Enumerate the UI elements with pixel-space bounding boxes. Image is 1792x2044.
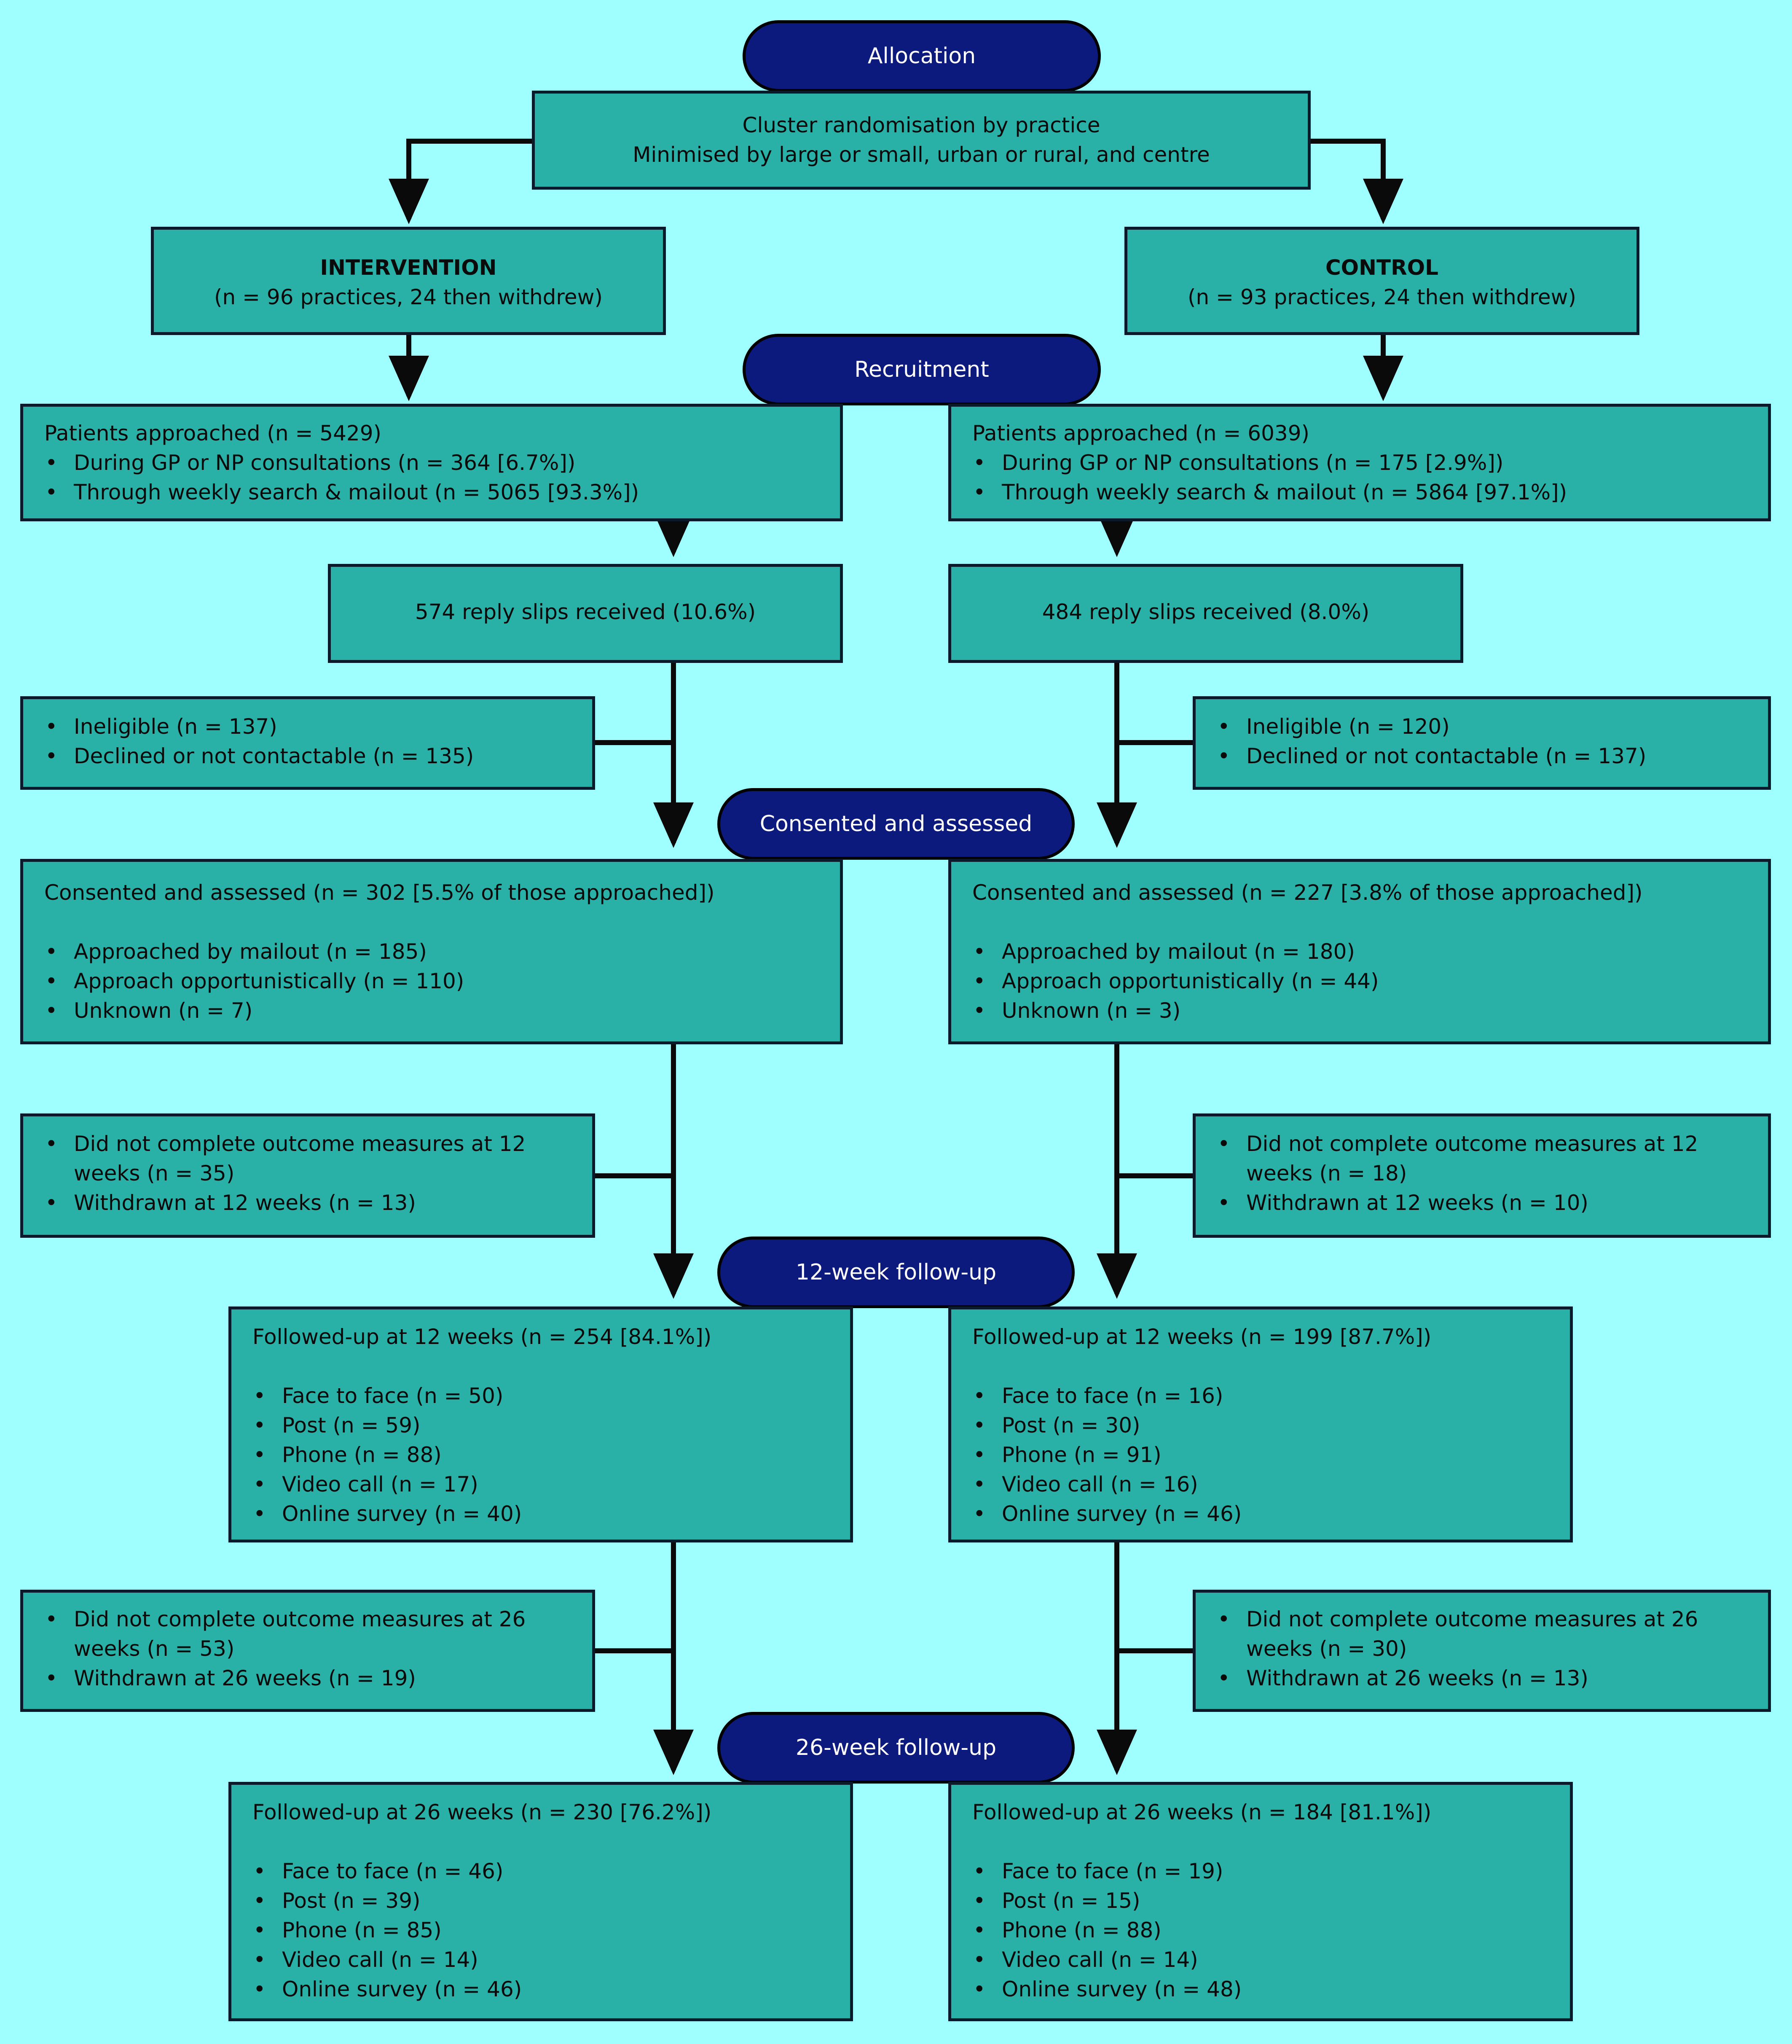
list-item: Face to face (n = 16) <box>972 1381 1553 1411</box>
stage-allocation: Allocation <box>743 20 1101 92</box>
randomisation-box: Cluster randomisation by practice Minimi… <box>532 91 1311 190</box>
list-item: Phone (n = 88) <box>252 1440 833 1470</box>
randomisation-line1: Cluster randomisation by practice <box>742 113 1100 137</box>
list-item: Approach opportunistically (n = 44) <box>972 966 1751 996</box>
control-excluded-box: Ineligible (n = 120) Declined or not con… <box>1193 696 1771 790</box>
list-item: During GP or NP consultations (n = 175 [… <box>972 448 1751 477</box>
list-item: Video call (n = 16) <box>972 1470 1553 1499</box>
control-detail: (n = 93 practices, 24 then withdrew) <box>1188 285 1576 309</box>
list-item: Declined or not contactable (n = 135) <box>44 741 575 771</box>
intervention-lost26-box: Did not complete outcome measures at 26 … <box>20 1590 595 1712</box>
list-item: Phone (n = 85) <box>252 1915 833 1945</box>
control-followup12-title: Followed-up at 12 weeks (n = 199 [87.7%]… <box>972 1325 1432 1349</box>
list-item: Through weekly search & mailout (n = 586… <box>972 477 1751 507</box>
randomisation-line2: Minimised by large or small, urban or ru… <box>633 142 1210 167</box>
list-item: Through weekly search & mailout (n = 506… <box>44 477 823 507</box>
intervention-reply-box: 574 reply slips received (10.6%) <box>328 564 843 663</box>
list-item: Withdrawn at 26 weeks (n = 13) <box>1217 1663 1760 1693</box>
intervention-detail: (n = 96 practices, 24 then withdrew) <box>214 285 603 309</box>
control-followup26-box: Followed-up at 26 weeks (n = 184 [81.1%]… <box>948 1782 1573 2021</box>
stage-12-week: 12-week follow-up <box>717 1237 1075 1308</box>
list-item: Approached by mailout (n = 185) <box>44 937 823 966</box>
list-item: Post (n = 39) <box>252 1886 833 1915</box>
list-item: Face to face (n = 50) <box>252 1381 833 1411</box>
intervention-consented-title: Consented and assessed (n = 302 [5.5% of… <box>44 880 715 905</box>
control-reply-box: 484 reply slips received (8.0%) <box>948 564 1463 663</box>
list-item: Post (n = 30) <box>972 1411 1553 1440</box>
control-lost26-box: Did not complete outcome measures at 26 … <box>1193 1590 1771 1712</box>
list-item: Post (n = 59) <box>252 1411 833 1440</box>
list-item: Did not complete outcome measures at 12 … <box>1217 1129 1760 1188</box>
control-arm-box: CONTROL (n = 93 practices, 24 then withd… <box>1124 227 1639 335</box>
arrow-to-intervention <box>389 139 532 224</box>
intervention-approached-box: Patients approached (n = 5429) During GP… <box>20 404 843 521</box>
intervention-lost12-box: Did not complete outcome measures at 12 … <box>20 1113 595 1238</box>
intervention-approached-title: Patients approached (n = 5429) <box>44 421 382 445</box>
list-item: Face to face (n = 46) <box>252 1856 833 1886</box>
list-item: Online survey (n = 46) <box>972 1499 1553 1529</box>
list-item: Video call (n = 17) <box>252 1470 833 1499</box>
list-item: Video call (n = 14) <box>252 1945 833 1974</box>
list-item: Did not complete outcome measures at 26 … <box>44 1604 584 1663</box>
list-item: Online survey (n = 40) <box>252 1499 833 1529</box>
control-consented-box: Consented and assessed (n = 227 [3.8% of… <box>948 859 1771 1044</box>
control-lost12-box: Did not complete outcome measures at 12 … <box>1193 1113 1771 1238</box>
intervention-followup12-box: Followed-up at 12 weeks (n = 254 [84.1%]… <box>228 1306 853 1542</box>
control-reply-text: 484 reply slips received (8.0%) <box>1042 600 1370 624</box>
list-item: Approached by mailout (n = 180) <box>972 937 1751 966</box>
list-item: Did not complete outcome measures at 26 … <box>1217 1604 1760 1663</box>
list-item: Phone (n = 91) <box>972 1440 1553 1470</box>
intervention-followup12-title: Followed-up at 12 weeks (n = 254 [84.1%]… <box>252 1325 712 1349</box>
list-item: Withdrawn at 12 weeks (n = 10) <box>1217 1188 1760 1218</box>
arrow-to-control <box>1311 139 1403 224</box>
list-item: Withdrawn at 12 weeks (n = 13) <box>44 1188 584 1218</box>
list-item: Unknown (n = 7) <box>44 996 823 1025</box>
list-item: Phone (n = 88) <box>972 1915 1553 1945</box>
stage-consented: Consented and assessed <box>717 788 1075 860</box>
intervention-consented-box: Consented and assessed (n = 302 [5.5% of… <box>20 859 843 1044</box>
list-item: Online survey (n = 48) <box>972 1974 1553 2004</box>
control-consented-title: Consented and assessed (n = 227 [3.8% of… <box>972 880 1643 905</box>
intervention-arm-box: INTERVENTION (n = 96 practices, 24 then … <box>151 227 666 335</box>
intervention-followup26-title: Followed-up at 26 weeks (n = 230 [76.2%]… <box>252 1800 712 1824</box>
list-item: Post (n = 15) <box>972 1886 1553 1915</box>
list-item: Did not complete outcome measures at 12 … <box>44 1129 584 1188</box>
list-item: Online survey (n = 46) <box>252 1974 833 2004</box>
intervention-reply-text: 574 reply slips received (10.6%) <box>415 600 756 624</box>
control-title: CONTROL <box>1325 255 1439 280</box>
stage-recruitment: Recruitment <box>743 334 1101 405</box>
intervention-title: INTERVENTION <box>320 255 497 280</box>
list-item: Face to face (n = 19) <box>972 1856 1553 1886</box>
list-item: Video call (n = 14) <box>972 1945 1553 1974</box>
list-item: During GP or NP consultations (n = 364 [… <box>44 448 823 477</box>
intervention-excluded-box: Ineligible (n = 137) Declined or not con… <box>20 696 595 790</box>
list-item: Approach opportunistically (n = 110) <box>44 966 823 996</box>
control-approached-title: Patients approached (n = 6039) <box>972 421 1310 445</box>
intervention-followup26-box: Followed-up at 26 weeks (n = 230 [76.2%]… <box>228 1782 853 2021</box>
control-followup12-box: Followed-up at 12 weeks (n = 199 [87.7%]… <box>948 1306 1573 1542</box>
list-item: Withdrawn at 26 weeks (n = 19) <box>44 1663 584 1693</box>
control-followup26-title: Followed-up at 26 weeks (n = 184 [81.1%]… <box>972 1800 1432 1824</box>
control-approached-box: Patients approached (n = 6039) During GP… <box>948 404 1771 521</box>
list-item: Declined or not contactable (n = 137) <box>1217 741 1751 771</box>
list-item: Ineligible (n = 137) <box>44 712 575 741</box>
stage-26-week: 26-week follow-up <box>717 1712 1075 1784</box>
list-item: Ineligible (n = 120) <box>1217 712 1751 741</box>
list-item: Unknown (n = 3) <box>972 996 1751 1025</box>
